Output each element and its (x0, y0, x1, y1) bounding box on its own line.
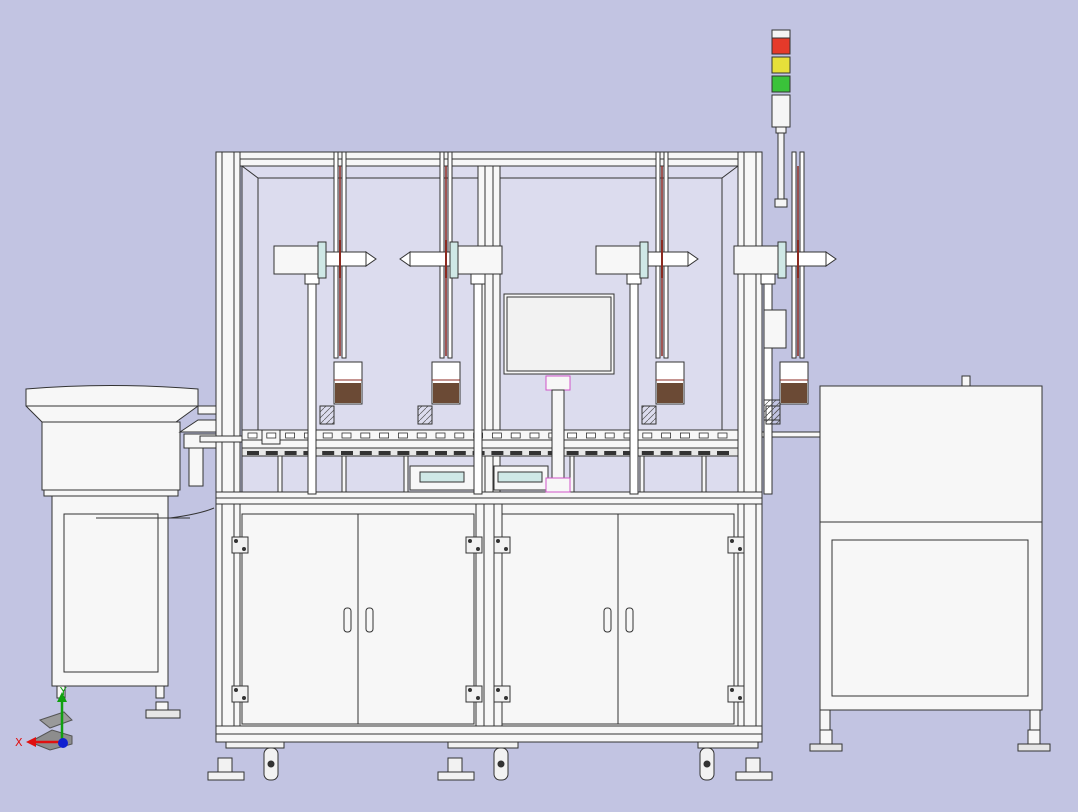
fixture-base (566, 451, 579, 455)
spindle-tip (399, 251, 411, 267)
fixture-base (397, 451, 410, 455)
workstation-4[interactable] (733, 151, 837, 495)
support-column (307, 279, 317, 495)
fixture-base (623, 451, 635, 455)
fixture-block (641, 405, 657, 425)
fixture-pin (266, 432, 277, 439)
fixture-pin (680, 432, 690, 439)
fixture-base (585, 451, 598, 455)
hmi-touchscreen[interactable] (503, 293, 615, 375)
fixture-base (284, 451, 297, 455)
spindle-head (409, 251, 451, 267)
motor-barrel (595, 245, 641, 275)
material-fill (433, 383, 459, 403)
fixture-base (510, 451, 523, 455)
support-column (473, 279, 483, 495)
fixture-pin (661, 432, 671, 439)
tower-green-light (771, 75, 791, 93)
fixture-base (359, 451, 372, 455)
fixture-base (416, 451, 429, 455)
fixture-pin (698, 432, 709, 439)
signal-tower[interactable] (771, 29, 791, 208)
corner-brackets (231, 536, 745, 703)
spindle-head (647, 251, 689, 267)
fixture-pin (379, 432, 390, 439)
fixture-pin (529, 432, 540, 439)
fixture-pin (416, 432, 427, 439)
spindle-head (785, 251, 827, 267)
y-axis-head (57, 692, 67, 702)
motor-barrel (457, 245, 503, 275)
fixture-base (491, 451, 504, 455)
tower-red-light (771, 37, 791, 55)
material-fill (781, 383, 807, 403)
fixture-pin (285, 432, 296, 439)
conveyor-fixtures (247, 432, 729, 455)
motor-flange (449, 241, 459, 279)
fixture-base (453, 451, 466, 455)
spindle-tip (687, 251, 699, 267)
side-mounted-box (763, 309, 787, 421)
fixture-pin (435, 432, 446, 439)
spindle-head (325, 251, 367, 267)
control-cabinet[interactable] (809, 375, 1051, 752)
casters (207, 741, 773, 781)
fixture-pin (642, 432, 653, 439)
fixture-base (529, 451, 541, 455)
fixture-base (604, 451, 617, 455)
fixture-base (341, 451, 353, 455)
motor-flange (317, 241, 327, 279)
tower-yellow-light (771, 56, 791, 74)
material-fill (657, 383, 683, 403)
fixture-pin (247, 432, 258, 439)
motor-flange (777, 241, 787, 279)
fixture-pin (586, 432, 596, 439)
support-column (629, 279, 639, 495)
fixture-pin (491, 432, 502, 439)
fixture-block (319, 405, 335, 425)
fixture-pin (604, 432, 615, 439)
z-axis-dot (58, 738, 68, 748)
motor-barrel (273, 245, 319, 275)
spindle-tip (365, 251, 377, 267)
workstation-1[interactable] (273, 151, 377, 495)
fixture-pin (717, 432, 728, 439)
fixture-base (698, 451, 711, 455)
workstation-3[interactable] (595, 151, 699, 495)
fixture-pin (341, 432, 352, 439)
material-fill (335, 383, 361, 403)
fixture-pin (397, 432, 408, 439)
fixture-base (322, 451, 335, 455)
motor-flange (639, 241, 649, 279)
fixture-base (660, 451, 673, 455)
fixture-base (717, 451, 729, 455)
triad-y-label: Y (59, 685, 67, 698)
fixture-base (265, 451, 278, 455)
fixture-pin (567, 432, 577, 439)
fixture-base (679, 451, 692, 455)
fixture-base (641, 451, 654, 455)
center-lift-cylinder (545, 375, 571, 493)
fixture-pin (322, 432, 333, 439)
fixture-base (247, 451, 259, 455)
motor-barrel (733, 245, 779, 275)
x-axis-head (26, 737, 36, 747)
fixture-pin (510, 432, 521, 439)
spindle-tip (825, 251, 837, 267)
coordinate-triad[interactable]: X Y (15, 685, 73, 751)
workstations (273, 151, 837, 495)
fixture-base (378, 451, 391, 455)
triad-x-label: X (15, 736, 23, 749)
vibratory-bowl-feeder[interactable] (25, 385, 217, 719)
fixture-pin (454, 432, 465, 439)
workstation-2[interactable] (399, 151, 503, 495)
fixture-base (435, 451, 447, 455)
fixture-pin (360, 432, 371, 439)
fixture-block (417, 405, 433, 425)
